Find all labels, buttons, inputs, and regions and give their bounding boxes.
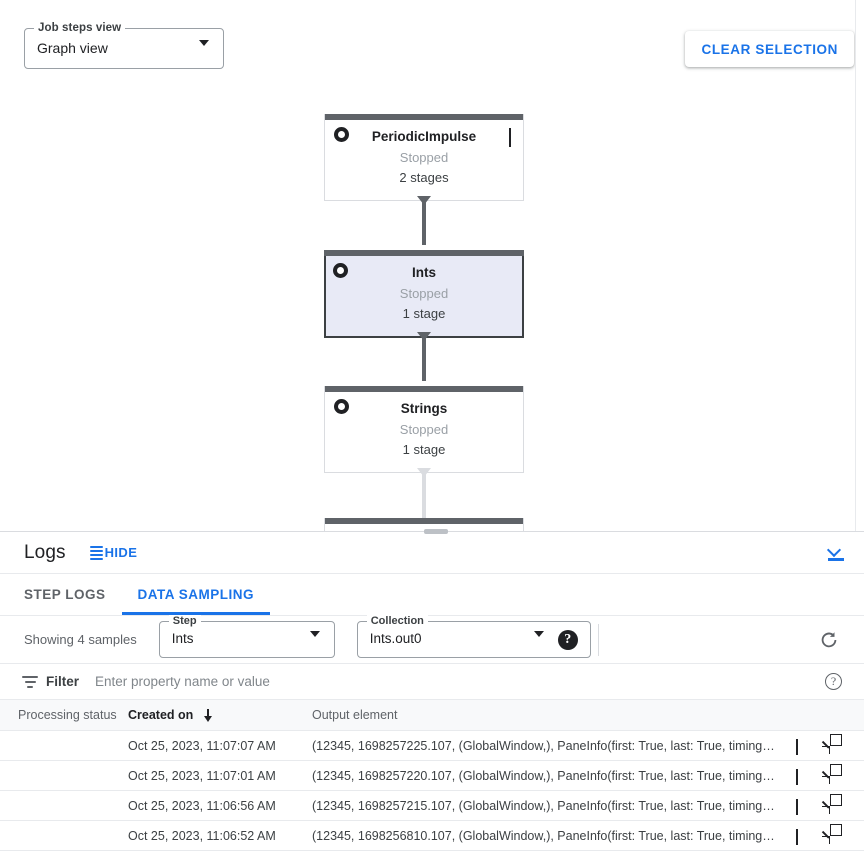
table-row[interactable]: Oct 25, 2023, 11:06:56 AM (12345, 169825… <box>0 791 864 821</box>
node-title: Ints <box>411 265 436 280</box>
node-stages: 2 stages <box>399 170 449 185</box>
help-filled-icon[interactable]: ? <box>557 630 578 650</box>
hide-logs-label: HIDE <box>104 545 138 560</box>
cell-output-element: (12345, 1698256810.107, (GlobalWindow,),… <box>312 828 775 843</box>
node-stages: 1 stage <box>402 306 446 321</box>
unfold-less-icon[interactable] <box>826 542 846 563</box>
hide-logs-button[interactable]: HIDE <box>89 545 138 560</box>
sort-descending-icon <box>203 708 213 722</box>
graph-edge-arrow-3 <box>417 468 431 477</box>
panel-resize-handle[interactable] <box>424 529 448 534</box>
job-steps-view-value: Graph view <box>37 40 108 56</box>
job-graph-pane: Job steps view Graph view CLEAR SELECTIO… <box>0 0 864 532</box>
node-top-bar <box>325 386 523 392</box>
node-stages: 1 stage <box>402 442 446 457</box>
cell-created-on: Oct 25, 2023, 11:06:56 AM <box>128 798 276 813</box>
filter-label: Filter <box>46 674 80 689</box>
cell-output-element: (12345, 1698257225.107, (GlobalWindow,),… <box>312 738 775 753</box>
triangle-down-icon <box>533 631 544 655</box>
tab-step-logs[interactable]: STEP LOGS <box>24 587 106 602</box>
job-steps-view-label: Job steps view <box>34 22 126 34</box>
refresh-icon[interactable] <box>818 629 840 651</box>
collection-select-label: Collection <box>366 615 428 627</box>
collection-select-value: Ints.out0 <box>369 631 422 646</box>
triangle-down-icon <box>199 40 209 64</box>
samples-count-label: Showing 4 samples <box>24 632 137 647</box>
graph-edge-3 <box>422 471 426 519</box>
graph-node-periodicimpulse[interactable]: PeriodicImpulse Stopped 2 stages <box>324 114 524 201</box>
table-row[interactable]: Oct 25, 2023, 11:07:07 AM (12345, 169825… <box>0 731 864 761</box>
table-row[interactable]: Oct 25, 2023, 11:06:52 AM (12345, 169825… <box>0 821 864 851</box>
list-lines-icon <box>89 545 103 560</box>
job-steps-view-select[interactable]: Job steps view Graph view <box>24 22 224 69</box>
node-status: Stopped <box>399 286 449 301</box>
logs-panel: Logs HIDE STEP LOGS DATA SAMPLING Showin… <box>0 532 864 856</box>
cell-created-on: Oct 25, 2023, 11:07:07 AM <box>128 738 276 753</box>
graph-node-partial[interactable] <box>324 518 524 531</box>
graph-node-strings[interactable]: Strings Stopped 1 stage <box>324 386 524 473</box>
step-select[interactable]: Step Ints <box>158 615 335 658</box>
tab-data-sampling[interactable]: DATA SAMPLING <box>121 574 271 615</box>
node-top-bar <box>324 250 524 256</box>
filter-bar: Filter ? <box>0 664 864 700</box>
data-sampling-table: Processing status Created on Output elem… <box>0 700 864 851</box>
node-status: Stopped <box>399 422 449 437</box>
node-top-bar <box>325 518 523 524</box>
filter-input[interactable] <box>95 674 696 689</box>
stop-status-icon <box>333 263 348 278</box>
cell-created-on: Oct 25, 2023, 11:07:01 AM <box>128 768 276 783</box>
clear-selection-button[interactable]: CLEAR SELECTION <box>685 31 854 67</box>
logs-header: Logs HIDE <box>0 532 864 574</box>
column-header-output-element[interactable]: Output element <box>312 708 398 722</box>
cell-created-on: Oct 25, 2023, 11:06:52 AM <box>128 828 276 843</box>
step-select-label: Step <box>168 615 201 627</box>
stop-status-icon <box>334 399 349 414</box>
cell-output-element: (12345, 1698257215.107, (GlobalWindow,),… <box>312 798 775 813</box>
node-top-bar <box>325 114 523 120</box>
table-row[interactable]: Oct 25, 2023, 11:07:01 AM (12345, 169825… <box>0 761 864 791</box>
collection-select[interactable]: Collection Ints.out0 ? <box>356 615 591 658</box>
graph-node-ints[interactable]: Ints Stopped 1 stage <box>324 250 524 338</box>
cell-output-element: (12345, 1698257220.107, (GlobalWindow,),… <box>312 768 775 783</box>
logs-tabs: STEP LOGS DATA SAMPLING <box>0 574 864 616</box>
node-title: Strings <box>400 401 448 416</box>
sampling-controls: Showing 4 samples Step Ints Collection I… <box>0 615 864 664</box>
graph-edge-1 <box>422 199 426 245</box>
table-header-row: Processing status Created on Output elem… <box>0 700 864 731</box>
logs-title: Logs <box>24 541 66 563</box>
graph-edge-arrow-1 <box>417 196 431 205</box>
graph-edge-arrow-2 <box>417 332 431 341</box>
graph-edge-2 <box>422 335 426 381</box>
help-outline-icon[interactable]: ? <box>825 673 842 690</box>
controls-divider <box>598 624 599 656</box>
column-header-created-on[interactable]: Created on <box>128 708 312 722</box>
stop-status-icon <box>334 127 349 142</box>
node-status: Stopped <box>399 150 449 165</box>
step-select-value: Ints <box>171 631 194 646</box>
column-header-created-on-label: Created on <box>128 708 194 722</box>
chevron-down-icon[interactable] <box>509 128 511 147</box>
column-header-processing-status[interactable]: Processing status <box>18 708 117 722</box>
node-title: PeriodicImpulse <box>371 129 477 144</box>
filter-list-icon <box>22 675 38 688</box>
triangle-down-icon <box>309 631 320 655</box>
